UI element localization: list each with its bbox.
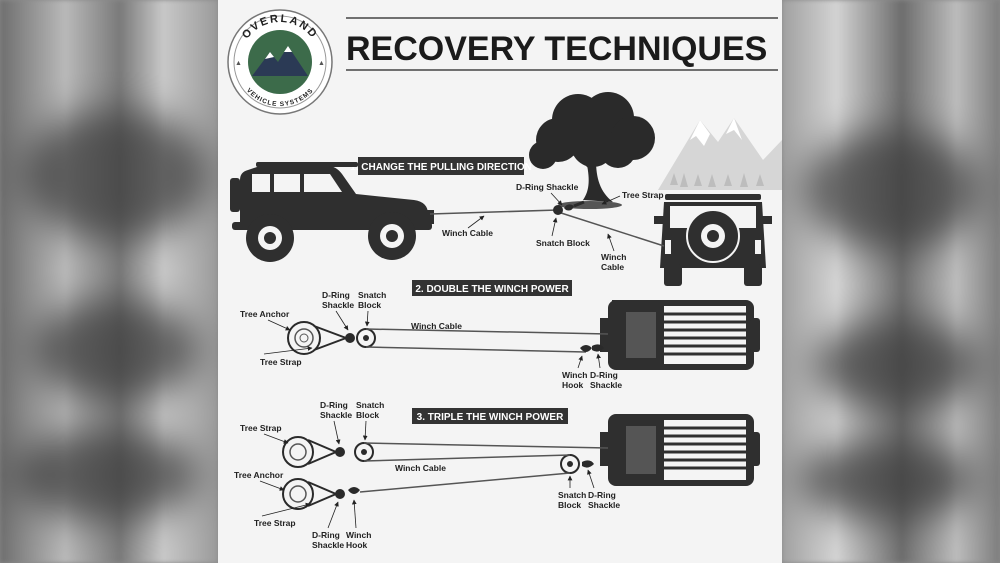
winch-cable-line xyxy=(429,209,559,215)
label-d-ring-shackle-2: Shackle xyxy=(322,300,354,310)
label-winch-hook-2: Hook xyxy=(346,540,368,550)
section-1-heading-band xyxy=(358,157,524,175)
mountains-illustration xyxy=(658,118,782,190)
logo-star-left: ▲ xyxy=(235,60,242,67)
winch-cable-line xyxy=(365,346,587,353)
label-snatch-block-right-1: Snatch xyxy=(558,490,586,500)
d-ring-shackle-icon xyxy=(592,344,604,352)
label-winch-cable: Winch Cable xyxy=(411,321,462,331)
winch-cable-line xyxy=(365,328,609,335)
section-3-heading: 3. TRIPLE THE WINCH POWER xyxy=(417,412,564,423)
label-d-ring-shackle-2: Shackle xyxy=(320,410,352,420)
logo-star-right: ▲ xyxy=(318,60,325,67)
d-ring-shackle-icon xyxy=(345,333,355,343)
label-winch-hook-1: Winch xyxy=(562,370,587,380)
label-d-ring-shackle: D-Ring Shackle xyxy=(516,182,579,192)
diagram-canvas: OVERLAND VEHICLE SYSTEMS ▲ ▲ RECOVERY TE… xyxy=(227,9,782,550)
d-ring-shackle-icon xyxy=(335,447,345,457)
label-snatch-block-2: Block xyxy=(358,300,381,310)
overland-logo: OVERLAND VEHICLE SYSTEMS ▲ ▲ xyxy=(227,9,333,115)
section-2-rigging xyxy=(287,321,609,355)
winch-cable-line xyxy=(359,472,571,493)
jeep-top-icon xyxy=(600,414,760,486)
tree-icon xyxy=(529,92,655,209)
tree-strap-icon xyxy=(573,200,585,208)
section-2-heading-band xyxy=(412,280,572,296)
d-ring-shackle-icon xyxy=(335,489,345,499)
tree-anchor-icon xyxy=(282,478,314,510)
section-2: 2. DOUBLE THE WINCH POWER xyxy=(240,280,760,390)
label-d-ring-shackle-bottom-2: Shackle xyxy=(312,540,344,550)
d-ring-shackle-icon xyxy=(564,204,574,211)
blurred-background-right xyxy=(782,0,1000,563)
label-snatch-block: Snatch Block xyxy=(536,238,590,248)
label-snatch-block-1: Snatch xyxy=(358,290,386,300)
label-d-ring-shackle-right-1: D-Ring xyxy=(588,490,616,500)
label-winch-cable-left: Winch Cable xyxy=(442,228,493,238)
winch-cable-line xyxy=(363,454,571,462)
label-winch-hook-1: Winch xyxy=(346,530,371,540)
label-d-ring-shackle-right-2: Shackle xyxy=(590,380,622,390)
d-ring-shackle-icon xyxy=(582,460,594,468)
section-1-heading: 1. CHANGE THE PULLING DIRECTION xyxy=(350,162,532,173)
winch-hook-icon xyxy=(580,345,592,352)
tree-anchor-icon xyxy=(282,436,314,468)
label-d-ring-shackle-1: D-Ring xyxy=(322,290,350,300)
winch-hook-icon xyxy=(348,487,360,494)
label-tree-strap-top: Tree Strap xyxy=(240,423,282,433)
section-3: 3. TRIPLE THE WINCH POWER xyxy=(234,400,760,550)
page-title: RECOVERY TECHNIQUES xyxy=(346,30,767,68)
label-d-ring-shackle-1: D-Ring xyxy=(320,400,348,410)
jeep-side-icon xyxy=(230,162,434,262)
winch-cable-line xyxy=(557,211,665,247)
logo-mountain-icon xyxy=(252,46,308,76)
label-winch-cable-right-2: Cable xyxy=(601,262,624,272)
recovery-techniques-poster: OVERLAND VEHICLE SYSTEMS ▲ ▲ RECOVERY TE… xyxy=(218,0,782,563)
label-snatch-block-right-2: Block xyxy=(558,500,581,510)
section-3-heading-band xyxy=(412,408,568,424)
section-1-rigging xyxy=(429,200,665,247)
tree-anchor-icon xyxy=(287,321,321,355)
winch-cable-line xyxy=(363,442,609,449)
snatch-block-icon xyxy=(553,205,563,215)
label-winch-cable-right: Winch xyxy=(601,252,626,262)
section-1: 1. CHANGE THE PULLING DIRECTION xyxy=(230,92,782,286)
jeep-top-icon xyxy=(600,300,760,370)
blurred-background-left xyxy=(0,0,218,563)
label-d-ring-shackle-right-2: Shackle xyxy=(588,500,620,510)
section-2-heading: 2. DOUBLE THE WINCH POWER xyxy=(415,284,569,295)
jeep-rear-icon xyxy=(654,194,772,286)
label-winch-cable: Winch Cable xyxy=(395,463,446,473)
label-tree-anchor: Tree Anchor xyxy=(234,470,284,480)
label-snatch-block-1: Snatch xyxy=(356,400,384,410)
label-snatch-block-2: Block xyxy=(356,410,379,420)
label-d-ring-shackle-bottom-1: D-Ring xyxy=(312,530,340,540)
label-tree-strap: Tree Strap xyxy=(622,190,664,200)
label-winch-hook-2: Hook xyxy=(562,380,584,390)
label-tree-anchor: Tree Anchor xyxy=(240,309,290,319)
label-tree-strap: Tree Strap xyxy=(260,357,302,367)
label-d-ring-shackle-right-1: D-Ring xyxy=(590,370,618,380)
section-3-rigging xyxy=(282,436,609,510)
label-tree-strap-bottom: Tree Strap xyxy=(254,518,296,528)
